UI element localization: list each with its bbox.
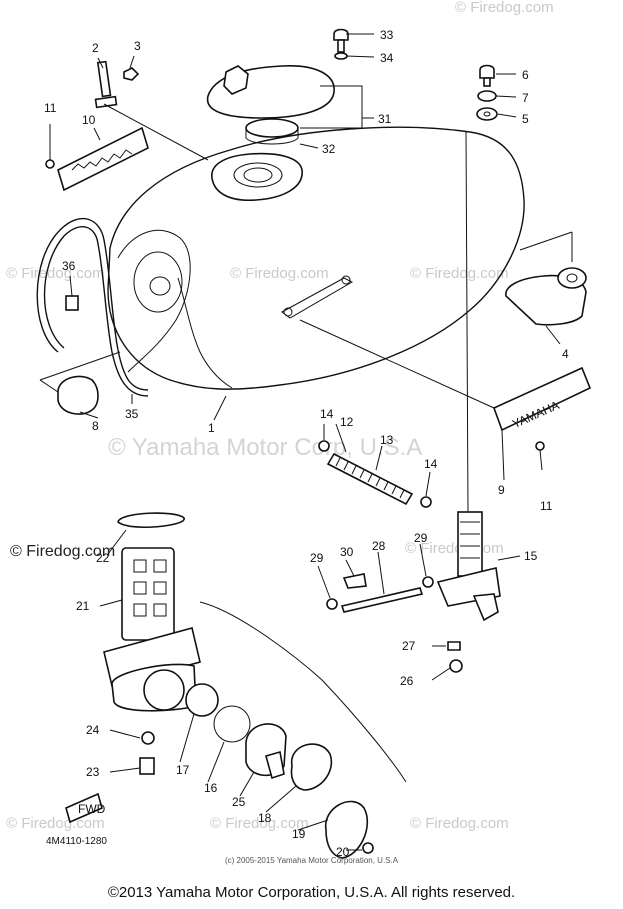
plate-17 (185, 683, 219, 717)
callout-24: 24 (86, 723, 100, 737)
leader-lines (69, 33, 561, 851)
watermark-firedog: © Firedog.com (410, 815, 509, 832)
tank-emblem-10 (57, 126, 149, 192)
callout-35: 35 (125, 407, 139, 421)
fwd-tag: FWD (65, 792, 106, 824)
callout-7: 7 (522, 91, 529, 105)
screw-20 (362, 842, 374, 854)
gasket-18 (290, 743, 333, 791)
callout-9: 9 (498, 483, 505, 497)
callout-4: 4 (562, 347, 569, 361)
clamp-29b (422, 576, 434, 588)
callout-21: 21 (76, 599, 90, 613)
washer-7 (477, 90, 497, 102)
callout-33: 33 (380, 28, 394, 42)
callout-28: 28 (372, 539, 386, 553)
screw-11-right (535, 441, 545, 471)
fuel-cap (206, 65, 335, 145)
callout-8: 8 (92, 419, 99, 433)
clamp-14b (420, 496, 432, 508)
watermark-firedog-dark: © Firedog.com (10, 543, 115, 560)
pipe-28 (340, 587, 424, 613)
fuel-cock-body (103, 627, 201, 712)
callout-19: 19 (292, 827, 306, 841)
callout-30: 30 (340, 545, 354, 559)
callout-29-right: 29 (414, 531, 428, 545)
fuel-tank (107, 126, 525, 390)
damper-5 (476, 107, 498, 121)
callout-11-right: 11 (540, 499, 553, 513)
lever-25 (245, 723, 287, 780)
callout-31: 31 (378, 112, 392, 126)
hose-13 (326, 452, 414, 506)
callout-2: 2 (92, 41, 99, 55)
washer-24 (141, 731, 155, 745)
clamp-14a (318, 440, 330, 452)
yamaha-emblem-9: YAMAHA (492, 366, 592, 431)
callout-14-bottom: 14 (424, 457, 438, 471)
callout-25: 25 (232, 795, 246, 809)
bolt-33 (333, 28, 349, 53)
watermark-firedog: © Firedog.com (210, 815, 309, 832)
copyright-notice: ©2013 Yamaha Motor Corporation, U.S.A. A… (107, 884, 516, 901)
callout-16: 16 (204, 781, 218, 795)
watermark-layer: © Firedog.com © Firedog.com © Firedog.co… (6, 0, 554, 832)
callout-18: 18 (258, 811, 272, 825)
clip-30 (342, 573, 367, 589)
damper-mount-4 (505, 267, 587, 326)
watermark-firedog: © Firedog.com (410, 265, 509, 282)
fuel-cock-15 (436, 511, 501, 622)
bolt-6 (479, 64, 495, 87)
callout-36: 36 (62, 259, 76, 273)
callout-29-left: 29 (310, 551, 324, 565)
callout-12: 12 (340, 415, 354, 429)
fuel-hose-35 (36, 217, 149, 397)
callout-34: 34 (380, 51, 394, 65)
callout-27: 27 (402, 639, 416, 653)
callout-10: 10 (82, 113, 96, 127)
callout-14-top: 14 (320, 407, 334, 421)
bolt-2 (94, 60, 118, 109)
clip-36 (65, 295, 79, 311)
callout-26: 26 (400, 674, 414, 688)
callout-23: 23 (86, 765, 100, 779)
washer-34 (334, 52, 348, 60)
o-ring-16 (213, 705, 251, 743)
callout-6: 6 (522, 68, 529, 82)
cap-8 (57, 375, 99, 415)
watermark-firedog: © Firedog.com (230, 265, 329, 282)
watermark-firedog: © Firedog.com (6, 265, 105, 282)
callout-1: 1 (208, 421, 215, 435)
nut-3 (123, 67, 140, 81)
fuel-strainer-21 (121, 547, 175, 641)
callout-15: 15 (524, 549, 538, 563)
callout-20: 20 (336, 845, 350, 859)
callout-17: 17 (176, 763, 190, 777)
washer-27 (447, 641, 461, 651)
copyright-small: (c) 2005-2015 Yamaha Motor Corporation, … (224, 856, 399, 865)
callout-22: 22 (96, 551, 110, 565)
drain-bolt-23 (139, 757, 155, 775)
clamp-29a (326, 598, 338, 610)
plate-19 (325, 800, 369, 859)
watermark-firedog: © Firedog.com (6, 815, 105, 832)
guide-lines (39, 103, 573, 783)
watermark-yamaha: © Yamaha Motor Corp, U.S.A (108, 434, 422, 461)
tag-text: FWD (78, 802, 106, 816)
diagram-code: 4M4110-1280 (46, 836, 107, 847)
callout-11-top: 11 (44, 101, 57, 115)
screw-11-left (45, 124, 55, 169)
callout-5: 5 (522, 112, 529, 126)
callout-13: 13 (380, 433, 394, 447)
watermark-firedog: © Firedog.com (455, 0, 554, 16)
callout-32: 32 (322, 142, 336, 156)
callout-3: 3 (134, 39, 141, 53)
screw-26 (449, 659, 463, 673)
callout-labels: 33 34 2 3 6 7 5 31 32 11 10 36 4 1 35 8 … (44, 28, 569, 859)
strainer-gasket-22 (117, 512, 185, 529)
